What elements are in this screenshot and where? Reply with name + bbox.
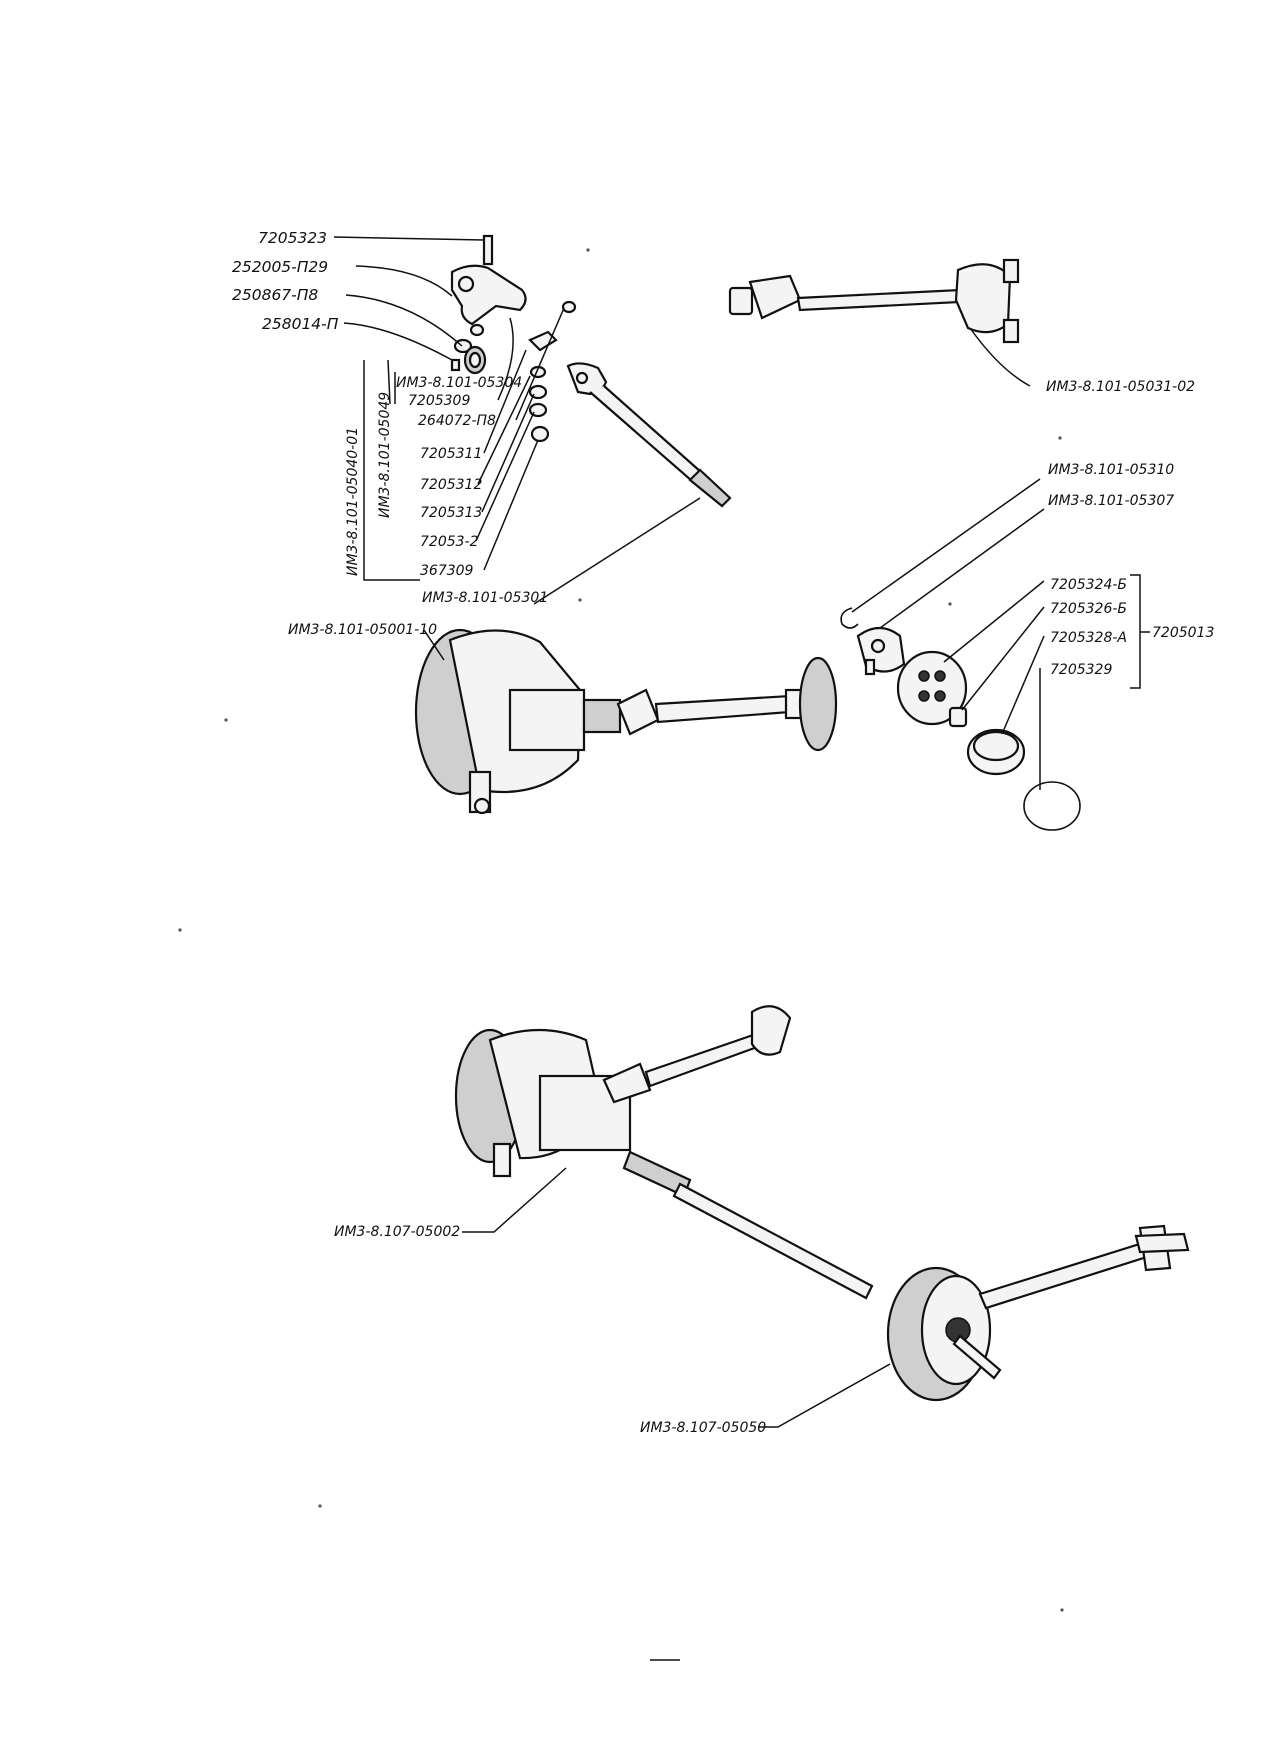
callout-label: ИМ3-8.101-05001-10 — [288, 622, 437, 638]
callout-label-vertical: ИМ3-8.101-05040-01 — [345, 427, 361, 576]
coupling-parts — [840, 607, 1081, 831]
callout-label: 367309 — [420, 563, 474, 579]
callout-label: 7205326-Б — [1050, 601, 1127, 617]
flange-bolt-part — [1002, 258, 1020, 284]
rubber-disc-part — [896, 650, 968, 726]
assembled-upper-joint — [602, 1062, 652, 1104]
washer-part — [469, 323, 485, 337]
disc-hole — [934, 690, 946, 702]
ring-part — [530, 425, 550, 443]
callout-label: 7205323 — [258, 229, 327, 247]
callout-label: ИМ3-8.101-05031-02 — [1046, 379, 1195, 395]
callout-label: 7205309 — [408, 393, 470, 409]
housing-body — [508, 688, 586, 752]
assembled-arm-bracket — [1134, 1232, 1190, 1254]
small-parts-cluster — [450, 234, 577, 443]
shaft-tube-part — [796, 288, 962, 312]
callout-label: ИМ3-8.101-05304 — [396, 375, 522, 391]
callout-label-vertical: ИМ3-8.101-05049 — [377, 392, 393, 518]
assembled-transmission — [454, 1005, 1190, 1402]
screw-part — [450, 358, 461, 372]
shaft-joint-part — [748, 274, 802, 320]
disc-bushing-part — [948, 706, 968, 728]
callout-label: ИМ3-8.107-05050 — [640, 1420, 766, 1436]
callout-label: 7205329 — [1050, 662, 1112, 678]
housing-output-flange — [582, 698, 622, 734]
callout-label: 72053-2 — [420, 534, 479, 550]
wire-ring-part — [1023, 781, 1081, 831]
callout-label: 258014-П — [262, 315, 339, 333]
callout-label: 7205311 — [420, 446, 482, 462]
callout-label: 250867-П8 — [232, 286, 318, 304]
callout-label: 7205324-Б — [1050, 577, 1127, 593]
clamp-ring-inner — [972, 730, 1020, 762]
housing-lever-hole — [473, 797, 491, 815]
shaft-flange-part — [954, 263, 1012, 334]
small-ring-part — [561, 300, 577, 314]
snap-ring-part — [840, 607, 859, 629]
bushing-hole — [468, 351, 482, 369]
rod-spline-end — [688, 468, 732, 508]
universal-joint-part — [616, 688, 660, 736]
lever-bracket-part — [450, 264, 527, 326]
callout-label: 7205312 — [420, 477, 482, 493]
hub-bolt — [864, 658, 876, 676]
shaft-yoke-part — [728, 286, 754, 316]
upper-drive-shaft-part — [728, 258, 1020, 344]
rod-shaft — [589, 385, 712, 490]
callout-label: 7205328-А — [1050, 630, 1127, 646]
assembled-upper-shaft — [644, 1032, 762, 1088]
callout-label: ИМ3-8.101-05307 — [1048, 493, 1174, 509]
bottom-leader-lines — [462, 1167, 891, 1428]
drive-shaft-part — [654, 694, 792, 724]
pin-part — [482, 234, 494, 266]
callout-label: 252005-П29 — [232, 258, 328, 276]
callout-label: ИМ3-8.101-05310 — [1048, 462, 1174, 478]
callout-label: ИМ3-8.107-05002 — [334, 1224, 460, 1240]
shift-rod-part — [566, 362, 732, 508]
drive-disc-part — [798, 656, 838, 752]
lever-hole — [457, 275, 475, 293]
rod-fork-hole — [575, 371, 589, 385]
flange-bolt-part — [1002, 318, 1020, 344]
callout-label: 7205313 — [420, 505, 482, 521]
scan-specks — [178, 248, 1064, 1661]
assembled-upper-flange — [750, 1005, 792, 1056]
callout-label: 264072-П8 — [418, 413, 496, 429]
disc-hole — [918, 670, 930, 682]
assembled-long-shaft — [672, 1182, 874, 1300]
assembled-arm — [978, 1240, 1152, 1310]
hub-hole — [870, 638, 886, 654]
assembled-housing-lever — [492, 1142, 512, 1178]
callout-labels: 7205323 252005-П29 250867-П8 258014-П ИМ… — [232, 229, 1214, 1436]
callout-label: ИМ3-8.101-05301 — [422, 590, 548, 606]
disc-hole — [934, 670, 946, 682]
callout-label: 7205013 — [1152, 625, 1214, 641]
assembled-axle-stub — [952, 1334, 1002, 1380]
disc-hole — [918, 690, 930, 702]
top-leader-lines — [333, 236, 1150, 790]
transmission-housing-part — [414, 628, 838, 815]
cross-piece-part — [528, 330, 558, 352]
